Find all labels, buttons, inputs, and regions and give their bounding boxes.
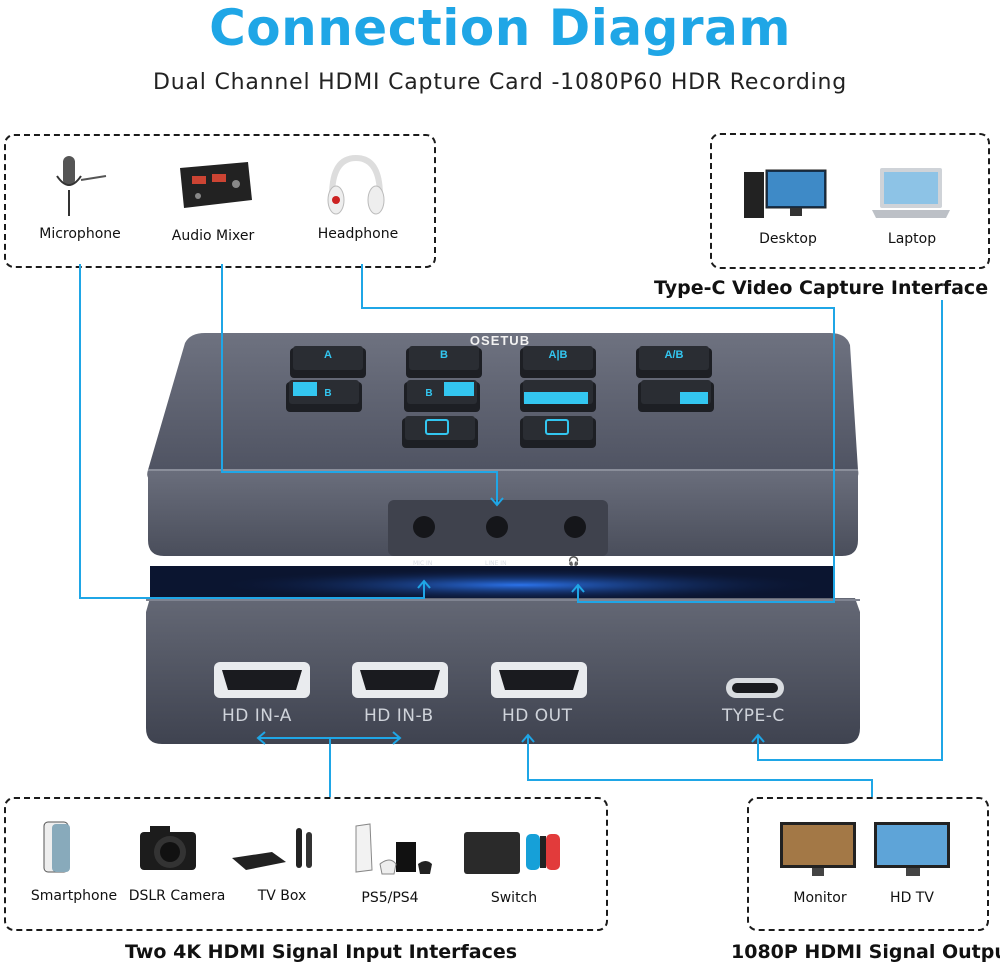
- game-console-icon: [356, 824, 432, 874]
- smartphone-label: Smartphone: [24, 888, 124, 904]
- input-caption: Two 4K HDMI Signal Input Interfaces: [125, 941, 517, 963]
- button-label-b: B: [409, 349, 479, 361]
- button-label-pip-b: B: [313, 388, 343, 399]
- ps5-ps4-label: PS5/PS4: [340, 890, 440, 906]
- switch-console-icon: [464, 832, 560, 874]
- hdtv-icon: [874, 822, 950, 876]
- device-brand-logo: OSETUB: [440, 333, 560, 348]
- headphone-icon: [328, 158, 384, 214]
- monitor-label: Monitor: [770, 890, 870, 906]
- microphone-label: Microphone: [30, 226, 130, 242]
- port-label-hd-out: HD OUT: [502, 706, 573, 726]
- tv-box-label: TV Box: [232, 888, 332, 904]
- audio-mixer-label: Audio Mixer: [163, 228, 263, 244]
- microphone-icon: [57, 156, 106, 216]
- smartphone-icon: [44, 822, 70, 872]
- button-label-a-over-b: A/B: [639, 349, 709, 361]
- desktop-label: Desktop: [738, 231, 838, 247]
- laptop-icon: [872, 168, 950, 218]
- dslr-camera-label: DSLR Camera: [127, 888, 227, 904]
- port-label-type-c: TYPE-C: [722, 706, 785, 726]
- switch-label: Switch: [464, 890, 564, 906]
- headphone-label: Headphone: [308, 226, 408, 242]
- audio-jack-panel: [388, 500, 608, 556]
- mic-in-label: MIC IN: [413, 560, 432, 567]
- tv-box-icon: [232, 828, 312, 870]
- dslr-camera-icon: [140, 826, 196, 870]
- button-label-a-b-split: A|B: [523, 349, 593, 361]
- desktop-icon: [744, 170, 826, 218]
- audio-mixer-icon: [180, 162, 252, 208]
- laptop-label: Laptop: [862, 231, 962, 247]
- line-in-label: LINE IN: [485, 560, 507, 567]
- button-label-a: A: [293, 349, 363, 361]
- capture-caption: Type-C Video Capture Interface: [654, 277, 988, 299]
- port-label-hd-in-b: HD IN-B: [364, 706, 434, 726]
- monitor-icon: [780, 822, 856, 876]
- port-label-hd-in-a: HD IN-A: [222, 706, 292, 726]
- hdtv-label: HD TV: [862, 890, 962, 906]
- headphone-jack-icon: 🎧: [568, 557, 579, 567]
- output-caption: 1080P HDMI Signal Output: [731, 941, 1000, 963]
- button-label-swap-b: B: [414, 388, 444, 399]
